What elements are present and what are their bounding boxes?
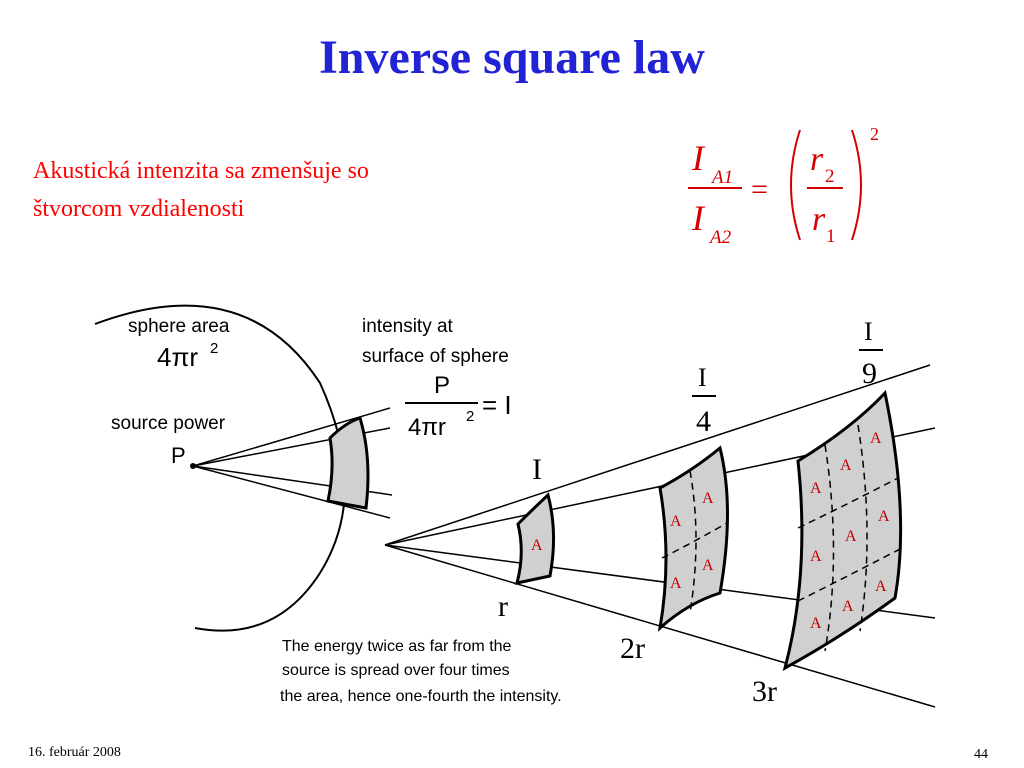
svg-text:A: A: [702, 490, 714, 507]
inverse-square-diagram: sphere area 4πr 2 source power P intensi…: [94, 304, 936, 708]
svg-text:A: A: [875, 578, 887, 595]
fraction-result: = I: [482, 390, 512, 420]
patch-3r-grid: [797, 424, 903, 652]
intensity-label-line-2: surface of sphere: [362, 346, 509, 367]
svg-text:A: A: [670, 575, 682, 592]
svg-text:A: A: [845, 528, 857, 545]
svg-text:A: A: [870, 430, 882, 447]
inverse-square-formula: I A1 I A2 = r 2 r 1 2: [688, 124, 879, 248]
footer-date: 16. február 2008: [28, 745, 121, 760]
patch-r-area: A: [531, 537, 543, 554]
figure-caption: The energy twice as far from the source …: [280, 638, 562, 705]
source-point: [190, 463, 196, 469]
intensity-at-3r-numerator: I: [864, 317, 873, 346]
intensity-label-line-1: intensity at: [362, 316, 454, 337]
formula-right-paren: [851, 129, 862, 241]
distance-2r: 2r: [620, 632, 645, 665]
formula-sub-a2: A2: [708, 227, 732, 248]
small-sphere-patch: [326, 416, 370, 510]
sphere-area-label: sphere area: [128, 316, 230, 337]
subtitle-line-2: štvorcom vzdialenosti: [33, 196, 245, 222]
caption-line-2: source is spread over four times: [282, 662, 510, 679]
formula-intensity-a2: I: [691, 198, 706, 238]
formula-equals: =: [751, 173, 768, 206]
fraction-denominator-exponent: 2: [466, 408, 474, 425]
patch-2r: [657, 445, 729, 632]
caption-line-3: the area, hence one-fourth the intensity…: [280, 688, 562, 705]
formula-sub-a1: A1: [710, 167, 733, 188]
distance-r: r: [498, 590, 508, 623]
sphere-area-exponent: 2: [210, 340, 218, 357]
source-power-label: source power: [111, 413, 226, 434]
formula-exponent: 2: [870, 124, 879, 144]
patch-2r-areas: A A A A: [670, 490, 714, 592]
distance-3r: 3r: [752, 675, 777, 708]
intensity-at-2r-denominator: 4: [696, 405, 711, 438]
svg-text:A: A: [670, 513, 682, 530]
patch-r: [514, 492, 556, 585]
svg-text:A: A: [878, 508, 890, 525]
formula-r1: r: [812, 201, 826, 238]
formula-intensity-a1: I: [691, 138, 706, 178]
source-symbol: P: [171, 443, 186, 468]
intensity-at-3r-denominator: 9: [862, 357, 877, 390]
caption-line-1: The energy twice as far from the: [282, 638, 512, 655]
slide-title: Inverse square law: [319, 31, 705, 84]
svg-text:A: A: [810, 615, 822, 632]
formula-r2: r: [810, 141, 824, 178]
patch-3r-areas: A A A A A A A A A: [810, 430, 890, 632]
svg-text:A: A: [702, 557, 714, 574]
sphere-outline: [94, 304, 346, 632]
sphere-area-formula: 4πr: [157, 342, 198, 372]
svg-text:A: A: [810, 480, 822, 497]
intensity-at-r: I: [532, 453, 542, 486]
slide-subtitle: Akustická intenzita sa zmenšuje so štvor…: [33, 152, 369, 228]
subtitle-line-1: Akustická intenzita sa zmenšuje so: [33, 158, 369, 184]
intensity-at-2r-numerator: I: [698, 363, 707, 392]
formula-sub-1: 1: [826, 226, 836, 247]
patch-2r-grid: [661, 470, 728, 614]
patch-3r: [782, 389, 903, 671]
svg-text:A: A: [810, 548, 822, 565]
formula-left-paren: [790, 129, 801, 241]
svg-text:A: A: [840, 457, 852, 474]
formula-sub-2: 2: [825, 166, 835, 187]
fraction-numerator: P: [434, 372, 450, 399]
page-number: 44: [974, 747, 988, 762]
fraction-denominator: 4πr: [408, 414, 446, 441]
svg-text:A: A: [842, 598, 854, 615]
